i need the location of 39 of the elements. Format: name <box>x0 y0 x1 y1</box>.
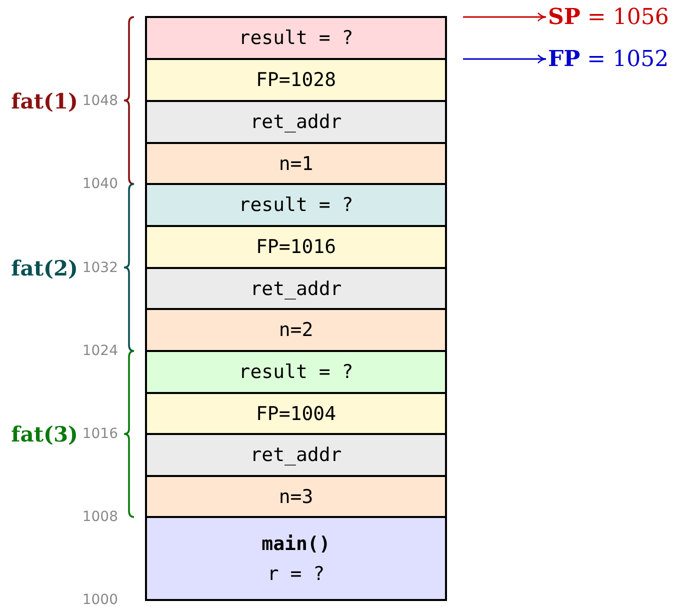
stack-cell <box>145 516 447 601</box>
address-label: 1000 <box>82 592 118 607</box>
address-label: 1024 <box>82 343 118 359</box>
cell-text: ret_addr <box>250 443 342 468</box>
address-label: 1008 <box>82 509 118 525</box>
stack-cell <box>145 308 447 352</box>
cell-text: r = ? <box>267 562 325 586</box>
stack-cell <box>145 142 447 185</box>
frame-label: fat(3) <box>11 422 78 446</box>
cell-text: FP=1028 <box>256 68 336 93</box>
stack-cell <box>145 267 447 310</box>
address-label: 1048 <box>82 93 118 109</box>
stack-cell <box>145 392 447 435</box>
stack-cell <box>145 58 447 102</box>
cell-text: result = ? <box>238 26 354 51</box>
cell-text: FP=1004 <box>256 402 336 426</box>
cell-text: n=3 <box>278 484 314 510</box>
cell-text: result = ? <box>238 360 354 385</box>
stack-cell <box>145 183 447 227</box>
stack-cell <box>145 475 447 518</box>
address-label: 1032 <box>82 260 118 276</box>
cell-text: n=2 <box>278 318 314 343</box>
cell-text: FP=1016 <box>256 235 336 260</box>
address-label: 1040 <box>82 176 118 192</box>
pointer-label: SP = 1056 <box>548 2 669 32</box>
stack-cell <box>145 16 447 60</box>
frame-label: fat(2) <box>11 256 78 280</box>
frame-label: fat(1) <box>11 88 78 114</box>
cell-text: ret_addr <box>250 110 342 135</box>
stack-cell <box>145 100 447 144</box>
cell-text: n=1 <box>278 152 314 176</box>
cell-text: result = ? <box>238 193 354 218</box>
pointer-label: FP = 1052 <box>548 44 669 74</box>
address-label: 1016 <box>82 426 118 442</box>
cell-text: main() <box>262 532 330 556</box>
stack-cell <box>145 433 447 477</box>
cell-text: ret_addr <box>250 276 342 302</box>
stack-cell <box>145 350 447 394</box>
stack-cell <box>145 225 447 269</box>
